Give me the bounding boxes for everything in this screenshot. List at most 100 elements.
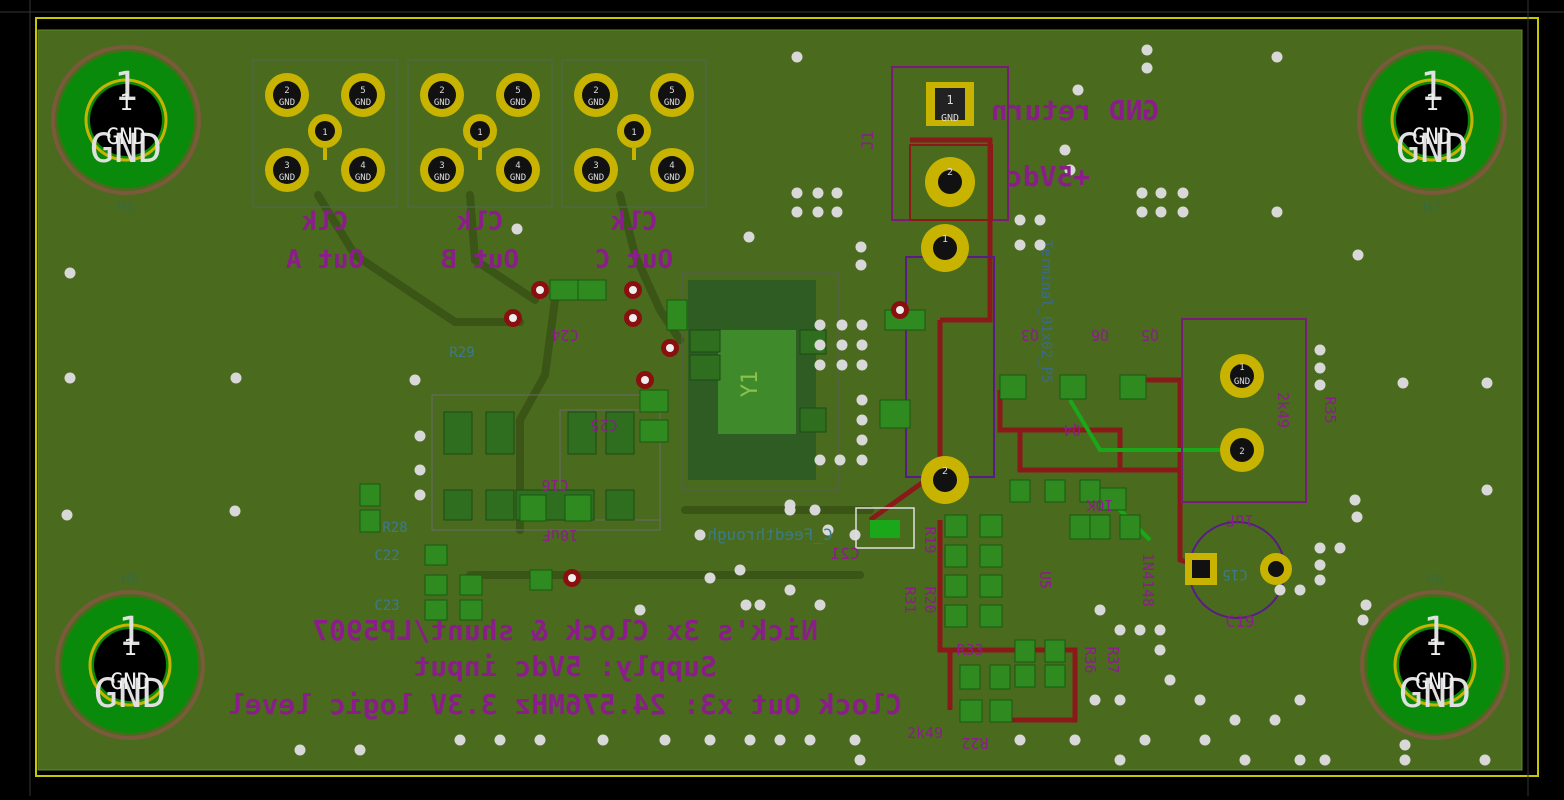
smd-component bbox=[1059, 374, 1087, 400]
svg-text:GND: GND bbox=[664, 98, 680, 108]
smd-component bbox=[944, 604, 968, 628]
via bbox=[1314, 559, 1326, 571]
hole-net-label: GND bbox=[1415, 670, 1455, 695]
via bbox=[454, 734, 466, 746]
svg-text:R33: R33 bbox=[956, 641, 983, 659]
svg-text:2k49: 2k49 bbox=[907, 724, 943, 742]
via bbox=[354, 744, 366, 756]
svg-text:1N4148: 1N4148 bbox=[1139, 553, 1157, 607]
via bbox=[1269, 714, 1281, 726]
via bbox=[1014, 214, 1026, 226]
terminal-block-right[interactable]: 1 GND 2 bbox=[1181, 318, 1307, 503]
svg-text:4: 4 bbox=[669, 161, 674, 171]
svg-text:Supply: 5Vdc input: Supply: 5Vdc input bbox=[413, 650, 716, 683]
sma-label-line2: Out C bbox=[595, 245, 673, 275]
sma-label-line2: Out B bbox=[441, 245, 519, 275]
hole-ref: H7 bbox=[1423, 198, 1441, 216]
svg-text:GND: GND bbox=[588, 98, 604, 108]
svg-text:C25: C25 bbox=[590, 416, 617, 434]
smd-pad bbox=[443, 411, 473, 455]
via bbox=[1094, 604, 1106, 616]
via bbox=[1271, 51, 1283, 63]
svg-text:1: 1 bbox=[946, 93, 953, 107]
smd-component bbox=[1119, 514, 1141, 540]
via bbox=[856, 359, 868, 371]
svg-text:R28: R28 bbox=[382, 520, 407, 536]
svg-text:4: 4 bbox=[360, 161, 365, 171]
via bbox=[1314, 542, 1326, 554]
via bbox=[229, 505, 241, 517]
svg-text:C23: C23 bbox=[374, 598, 399, 614]
via bbox=[1069, 734, 1081, 746]
silk-title-block: Nick's 3x Clock & shunt/LP5907 Supply: 5… bbox=[228, 614, 902, 721]
via bbox=[704, 734, 716, 746]
via bbox=[1072, 84, 1084, 96]
svg-text:R19: R19 bbox=[921, 526, 939, 553]
j1-terminal-connector[interactable]: 1 GND 2 J1 bbox=[858, 66, 1009, 221]
svg-text:GND: GND bbox=[941, 113, 959, 124]
svg-text:GND: GND bbox=[355, 98, 371, 108]
via bbox=[230, 372, 242, 384]
via bbox=[1481, 484, 1493, 496]
via bbox=[1479, 754, 1491, 766]
via bbox=[1314, 379, 1326, 391]
svg-text:R29: R29 bbox=[449, 345, 474, 361]
svg-text:Terminal_01x02_P5: Terminal_01x02_P5 bbox=[1038, 240, 1054, 383]
hole-big-net-label: GND bbox=[94, 671, 166, 717]
via bbox=[814, 454, 826, 466]
via bbox=[1034, 214, 1046, 226]
svg-text:R31: R31 bbox=[901, 586, 919, 613]
svg-text:10uF: 10uF bbox=[542, 526, 578, 544]
via bbox=[1239, 754, 1251, 766]
hole-net-label: GND bbox=[1412, 125, 1452, 150]
smd-component bbox=[424, 574, 448, 596]
smd-pad bbox=[799, 407, 827, 433]
smd-component bbox=[519, 494, 547, 522]
via bbox=[856, 414, 868, 426]
smd-component bbox=[666, 299, 688, 331]
via bbox=[784, 504, 796, 516]
svg-text:2: 2 bbox=[439, 86, 444, 96]
terminal-block-left[interactable]: 1 2 Terminal_01x02_P5 bbox=[905, 224, 1054, 504]
smd-pad bbox=[689, 354, 721, 381]
via bbox=[856, 454, 868, 466]
via bbox=[1334, 542, 1346, 554]
svg-text:5: 5 bbox=[360, 86, 365, 96]
svg-text:1uF: 1uF bbox=[1226, 511, 1255, 530]
smd-component bbox=[1044, 639, 1066, 663]
svg-text:GND: GND bbox=[279, 98, 295, 108]
via bbox=[740, 599, 752, 611]
c21-feedthrough[interactable]: C_Feedthrough C21 bbox=[707, 507, 915, 563]
via bbox=[1314, 362, 1326, 374]
hole-big-pad-label: 1 bbox=[1420, 64, 1444, 110]
hole-big-net-label: GND bbox=[90, 126, 162, 172]
svg-text:2: 2 bbox=[593, 86, 598, 96]
sma-label-line1: Clk bbox=[610, 207, 657, 237]
via bbox=[61, 509, 73, 521]
smd-pad bbox=[567, 411, 597, 455]
via bbox=[1134, 624, 1146, 636]
svg-text:4: 4 bbox=[515, 161, 520, 171]
via bbox=[784, 584, 796, 596]
via bbox=[734, 564, 746, 576]
svg-text:1: 1 bbox=[322, 128, 327, 138]
via bbox=[1177, 187, 1189, 199]
smd-component bbox=[424, 544, 448, 566]
via bbox=[1139, 734, 1151, 746]
svg-text:C22: C22 bbox=[374, 548, 399, 564]
svg-text:Nick's 3x Clock & shunt/LP5907: Nick's 3x Clock & shunt/LP5907 bbox=[312, 614, 818, 647]
smd-component bbox=[1099, 487, 1127, 511]
c19-capacitor[interactable]: C19 1uF bbox=[1185, 511, 1292, 631]
via bbox=[849, 734, 861, 746]
y1-crystal[interactable]: Y1 bbox=[681, 271, 839, 491]
svg-text:1: 1 bbox=[631, 128, 636, 138]
